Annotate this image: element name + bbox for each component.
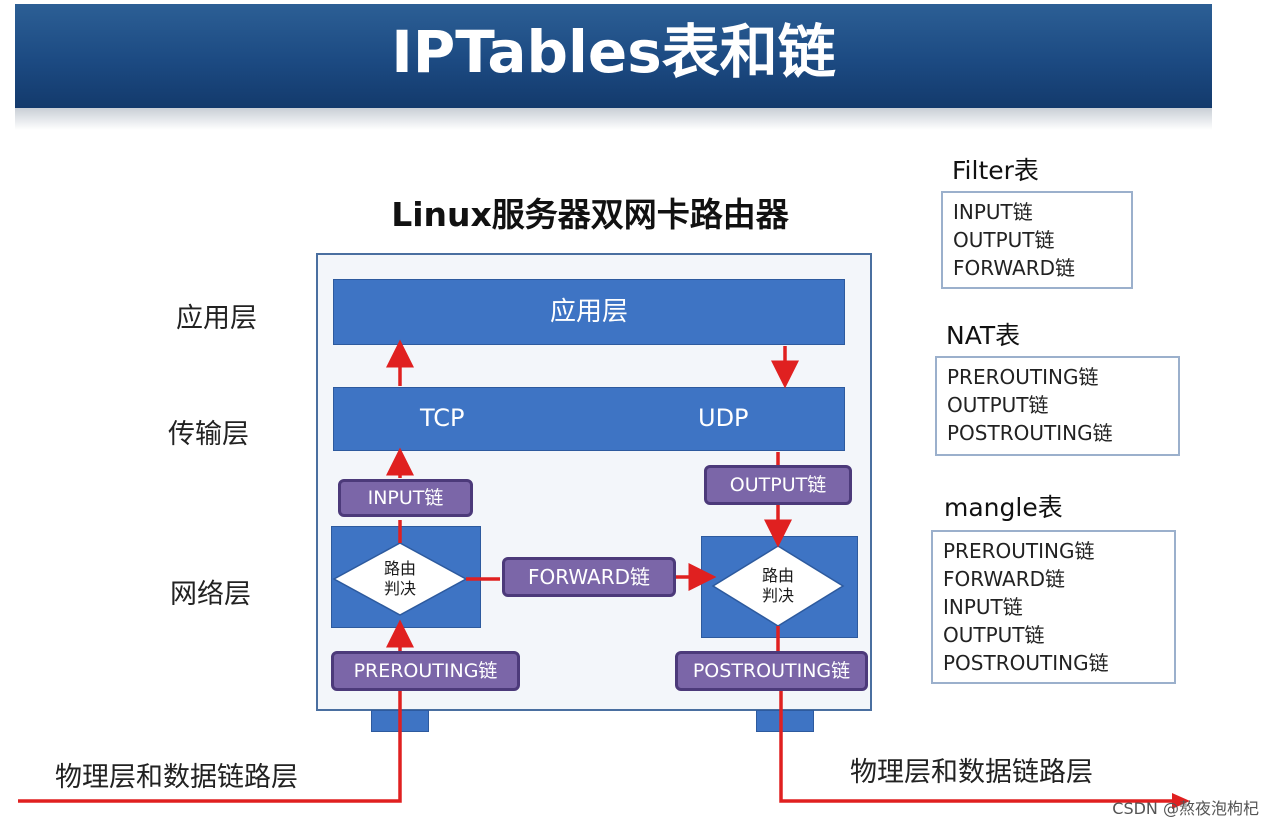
application-layer-bar: 应用层	[333, 279, 845, 345]
filter-chain-item: FORWARD链	[953, 256, 1075, 280]
route-decision-right-line1: 路由	[761, 566, 794, 585]
route-decision-right-line2: 判决	[761, 586, 794, 605]
filter-chain-item: OUTPUT链	[953, 228, 1055, 252]
transport-layer-bar	[333, 387, 845, 451]
mangle-chain-item: FORWARD链	[943, 567, 1065, 591]
mangle-chain-item: OUTPUT链	[943, 623, 1045, 647]
banner-shadow	[15, 108, 1212, 130]
arrow-out-head	[1172, 793, 1190, 809]
nat-table-title: NAT表	[946, 321, 1021, 350]
nat-chain-item: OUTPUT链	[947, 393, 1049, 417]
arrow-in-physical	[18, 690, 402, 803]
nic-port-right	[756, 710, 814, 732]
layer-label-application: 应用层	[176, 303, 257, 334]
forward-chain: FORWARD链	[502, 557, 676, 597]
udp-label: UDP	[698, 404, 749, 432]
mangle-chain-item: INPUT链	[943, 595, 1023, 619]
output-chain: OUTPUT链	[704, 465, 852, 505]
layer-label-physical-right: 物理层和数据链路层	[850, 757, 1093, 788]
route-decision-text-right: 路由 判决	[756, 566, 800, 606]
layer-label-transport: 传输层	[168, 419, 249, 450]
nat-table-box: PREROUTING链 OUTPUT链 POSTROUTING链	[935, 356, 1180, 456]
arrow-out-physical	[779, 690, 1175, 803]
layer-label-network: 网络层	[170, 579, 251, 610]
watermark: CSDN @熬夜泡枸杞	[1112, 799, 1259, 818]
mangle-chain-item: PREROUTING链	[943, 539, 1095, 563]
nat-chain-item: PREROUTING链	[947, 365, 1099, 389]
postrouting-chain: POSTROUTING链	[675, 651, 868, 691]
slide-title: IPTables表和链	[391, 18, 836, 86]
layer-label-physical-left: 物理层和数据链路层	[55, 762, 298, 793]
tcp-label: TCP	[420, 404, 465, 432]
nat-chain-item: POSTROUTING链	[947, 421, 1113, 445]
route-decision-left-line1: 路由	[383, 559, 416, 578]
filter-chain-item: INPUT链	[953, 200, 1033, 224]
mangle-chain-item: POSTROUTING链	[943, 651, 1109, 675]
title-banner	[15, 4, 1212, 108]
diagram-subtitle: Linux服务器双网卡路由器	[391, 195, 789, 234]
input-chain: INPUT链	[338, 479, 473, 517]
route-decision-text-left: 路由 判决	[378, 559, 422, 599]
mangle-table-box: PREROUTING链 FORWARD链 INPUT链 OUTPUT链 POST…	[931, 530, 1176, 684]
prerouting-chain: PREROUTING链	[331, 651, 520, 691]
mangle-table-title: mangle表	[944, 493, 1063, 522]
filter-table-box: INPUT链 OUTPUT链 FORWARD链	[941, 191, 1133, 289]
filter-table-title: Filter表	[952, 156, 1039, 185]
route-decision-diamond-left	[332, 542, 468, 616]
route-decision-left-line2: 判决	[383, 579, 416, 598]
